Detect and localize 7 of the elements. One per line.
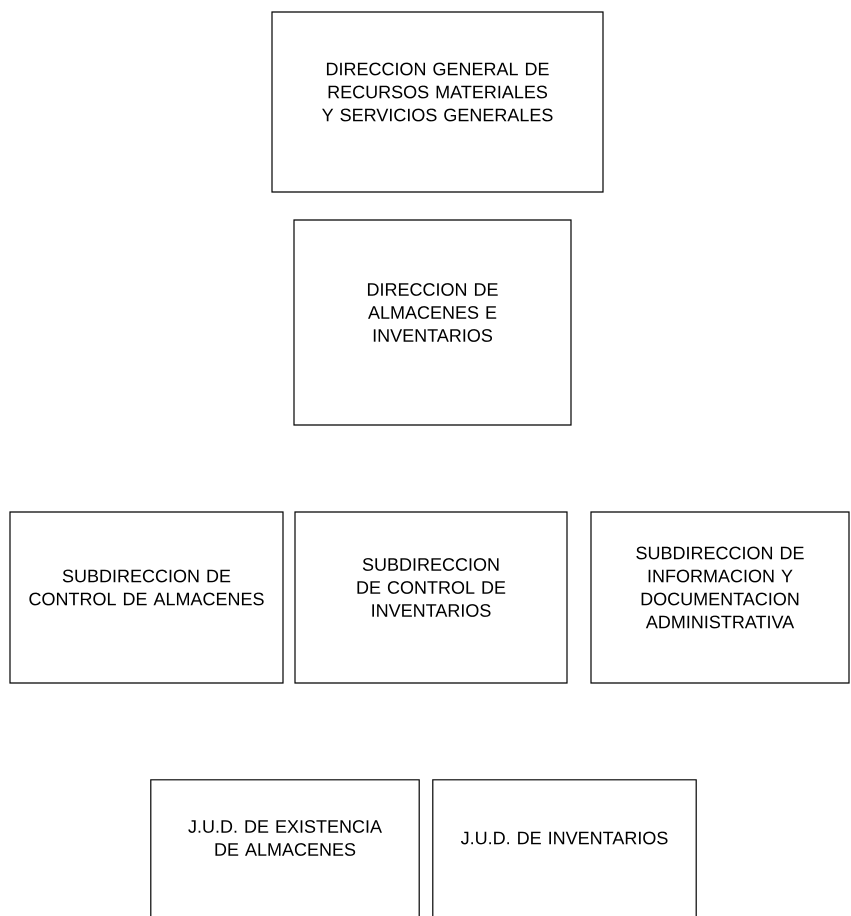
org-box: J.U.D. DE INVENTARIOS: [432, 779, 697, 916]
org-box: SUBDIRECCION DE INFORMACION Y DOCUMENTACION ADMINISTRATIVA: [590, 511, 850, 684]
org-box: DIRECCION GENERAL DE RECURSOS MATERIALES Y SERVICIOS GENERALES: [271, 11, 604, 193]
org-box: SUBDIRECCION DE CONTROL DE ALMACENES: [9, 511, 284, 684]
org-box: DIRECCION DE ALMACENES E INVENTARIOS: [293, 219, 572, 426]
org-box: SUBDIRECCION DE CONTROL DE INVENTARIOS: [294, 511, 568, 684]
org-box: J.U.D. DE EXISTENCIA DE ALMACENES: [150, 779, 420, 916]
